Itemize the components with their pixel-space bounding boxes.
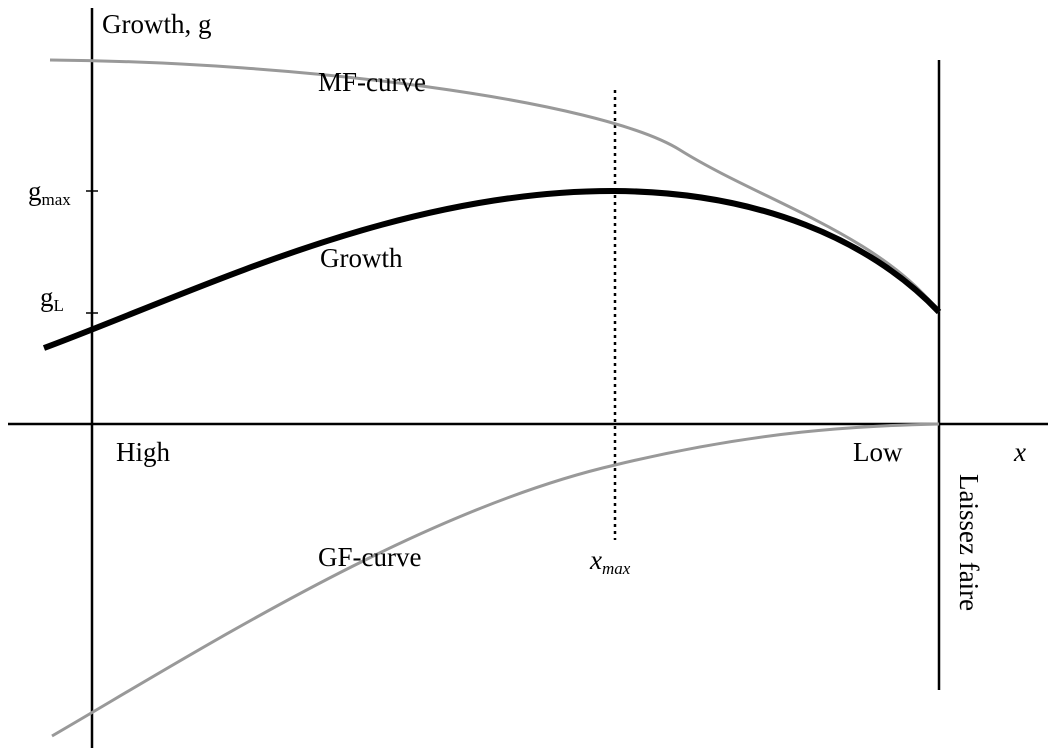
g-max-base: g [28,176,42,206]
x-max-sub: max [602,559,631,578]
high-label: High [116,437,171,467]
growth-curve-label: Growth [320,243,403,273]
gf-curve [51,422,940,738]
g-l-label: gL [40,282,64,315]
mf-curve-label: MF-curve [318,67,426,97]
low-label: Low [853,437,903,467]
growth-curve [42,187,942,351]
laissez-faire-label: Laissez faire [954,474,984,611]
x-max-base: x [589,545,602,575]
gf-curve-label: GF-curve [318,542,421,572]
g-max-sub: max [42,190,72,209]
x-max-label: xmax [589,545,631,578]
g-max-label: gmax [28,176,71,209]
g-l-base: g [40,282,54,312]
mf-curve [49,58,941,313]
g-l-sub: L [54,296,64,315]
x-axis-label: x [1013,437,1026,467]
y-axis-label: Growth, g [102,9,212,39]
